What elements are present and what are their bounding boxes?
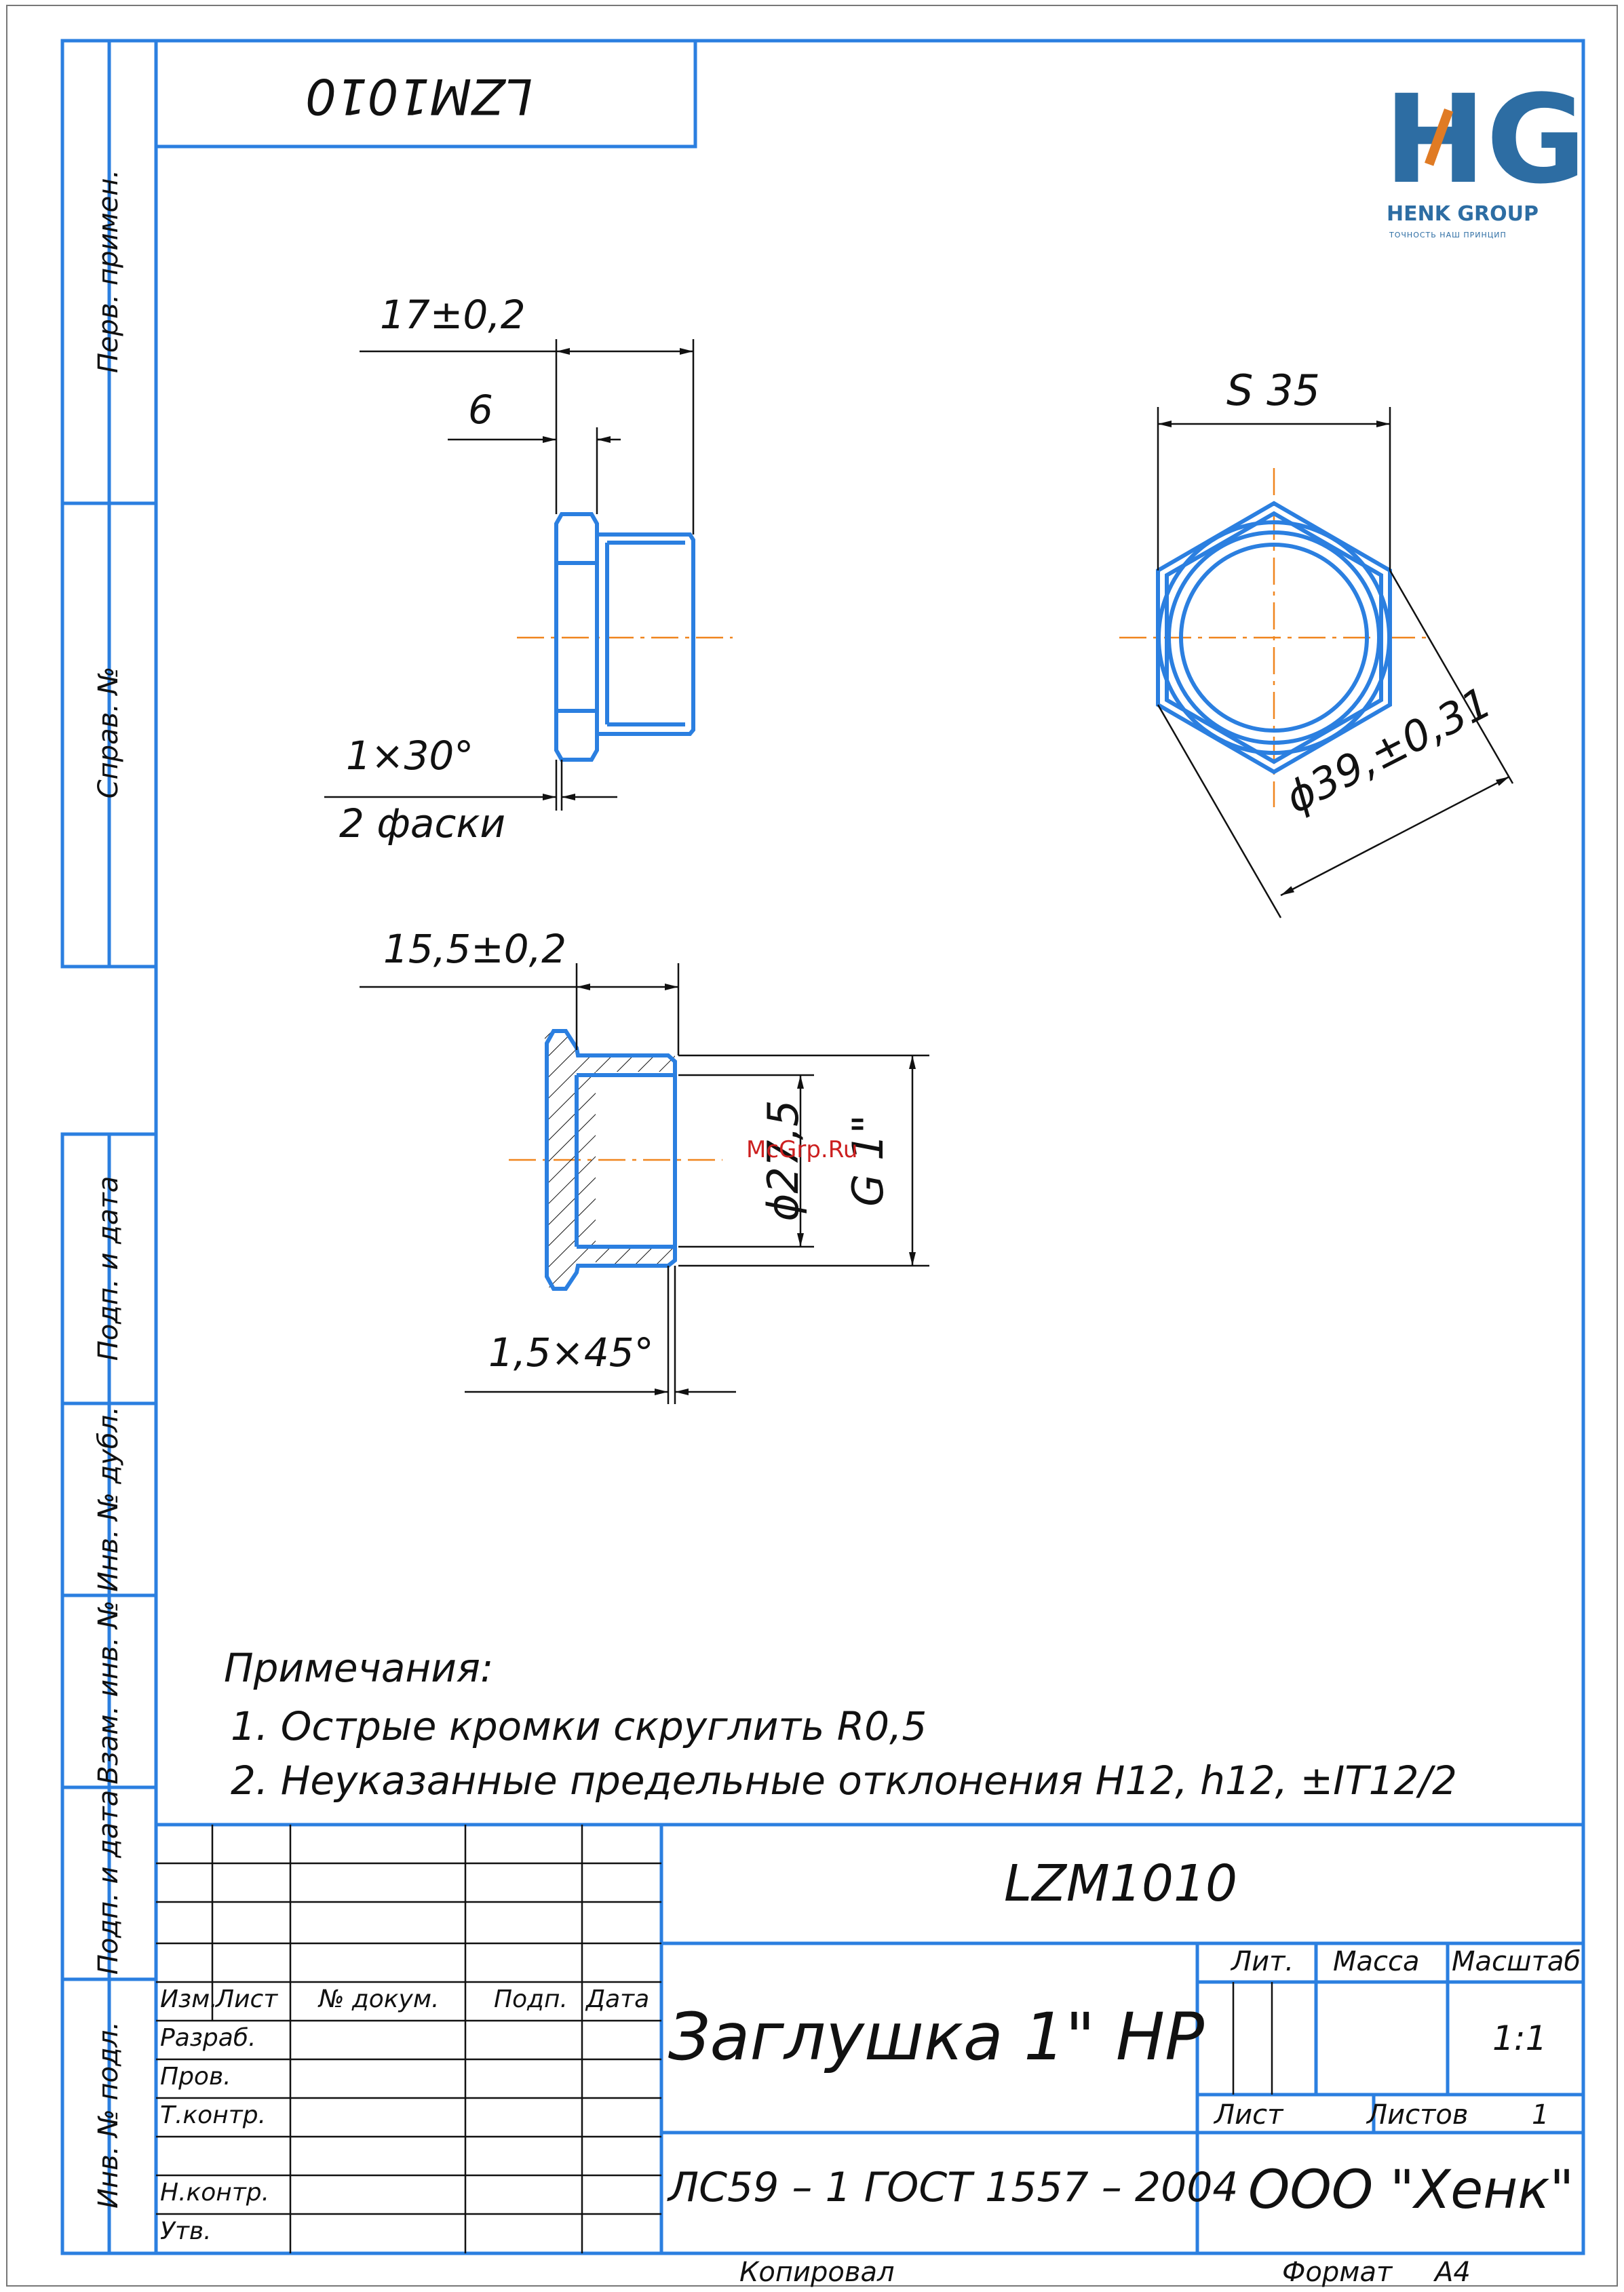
dim-wrench-size: S 35 [1226,366,1320,415]
title-block-grid [156,1825,1273,2253]
col-podp: Подп. [494,1985,568,2013]
tb-sheet-label: Лист [1214,2099,1283,2131]
label-podp-data-2: Подп. и дата [93,1789,124,1975]
label-inv-podl: Инв. № подл. [93,2021,124,2209]
side-view [517,512,733,762]
col-list: Лист [216,1985,278,2013]
label-sprav-no: Справ. № [93,666,124,799]
col-doc: № докум. [319,1985,440,2013]
tb-designation: LZM1010 [1004,1854,1238,1913]
tb-lit-label: Лит. [1231,1946,1294,1977]
note-line-1: 1. Острые кромки скруглить R0,5 [231,1703,927,1749]
dim-length-section: 15,5±0,2 [383,926,566,972]
logo-tagline: ТОЧНОСТЬ НАШ ПРИНЦИП [1389,231,1507,239]
tb-sheets-count: 1 [1532,2099,1549,2131]
dims-view3 [360,963,929,1404]
label-perv-primen: Перв. примен. [93,169,124,374]
row-razrab: Разраб. [160,2024,256,2052]
tb-scale-label: Масштаб [1452,1946,1581,1977]
dim-chamfer-1-note: 2 фаски [339,800,506,847]
dim-head-length: 6 [468,387,493,433]
row-utv: Утв. [160,2217,212,2245]
tb-mass-label: Масса [1333,1946,1420,1977]
dims-view1 [324,339,695,811]
dim-length-total: 17±0,2 [380,292,526,338]
copied-label: Копировал [739,2257,895,2288]
tb-sheets-label: Листов [1367,2099,1469,2131]
dim-chamfer-2: 1,5×45° [488,1329,654,1376]
section-view [509,1029,722,1291]
row-nkontr: Н.контр. [160,2179,270,2207]
tb-company: ООО "Хенк" [1248,2160,1574,2221]
format-value: A4 [1435,2257,1471,2288]
col-izm: Изм. [160,1985,218,2013]
col-data: Дата [586,1985,650,2013]
label-podp-data-1: Подп. и дата [93,1176,124,1361]
row-prov: Пров. [160,2063,231,2091]
notes-title: Примечания: [224,1645,494,1691]
logo-letters: HG [1384,69,1586,211]
tb-material: ЛС59 – 1 ГОСТ 1557 – 2004 [668,2164,1239,2211]
tb-scale: 1:1 [1492,2019,1547,2058]
dims-view2 [1157,407,1514,918]
henk-group-logo: HG HENK GROUP ТОЧНОСТЬ НАШ ПРИНЦИП [1384,69,1586,239]
drawing-code-mirrored: LZM1010 [305,68,533,125]
tb-part-name: Заглушка 1" НР [668,1999,1204,2075]
sheet-border [6,5,1618,2287]
drawing-frame [60,39,1585,2255]
format-label: Формат [1282,2257,1393,2288]
dim-chamfer-1: 1×30° [346,733,474,779]
row-tkontr: Т.контр. [160,2101,267,2129]
note-line-2: 2. Неуказанные предельные отклонения H12… [231,1757,1457,1804]
watermark: McGrp.Ru [746,1136,858,1163]
logo-brand: HENK GROUP [1387,202,1539,226]
